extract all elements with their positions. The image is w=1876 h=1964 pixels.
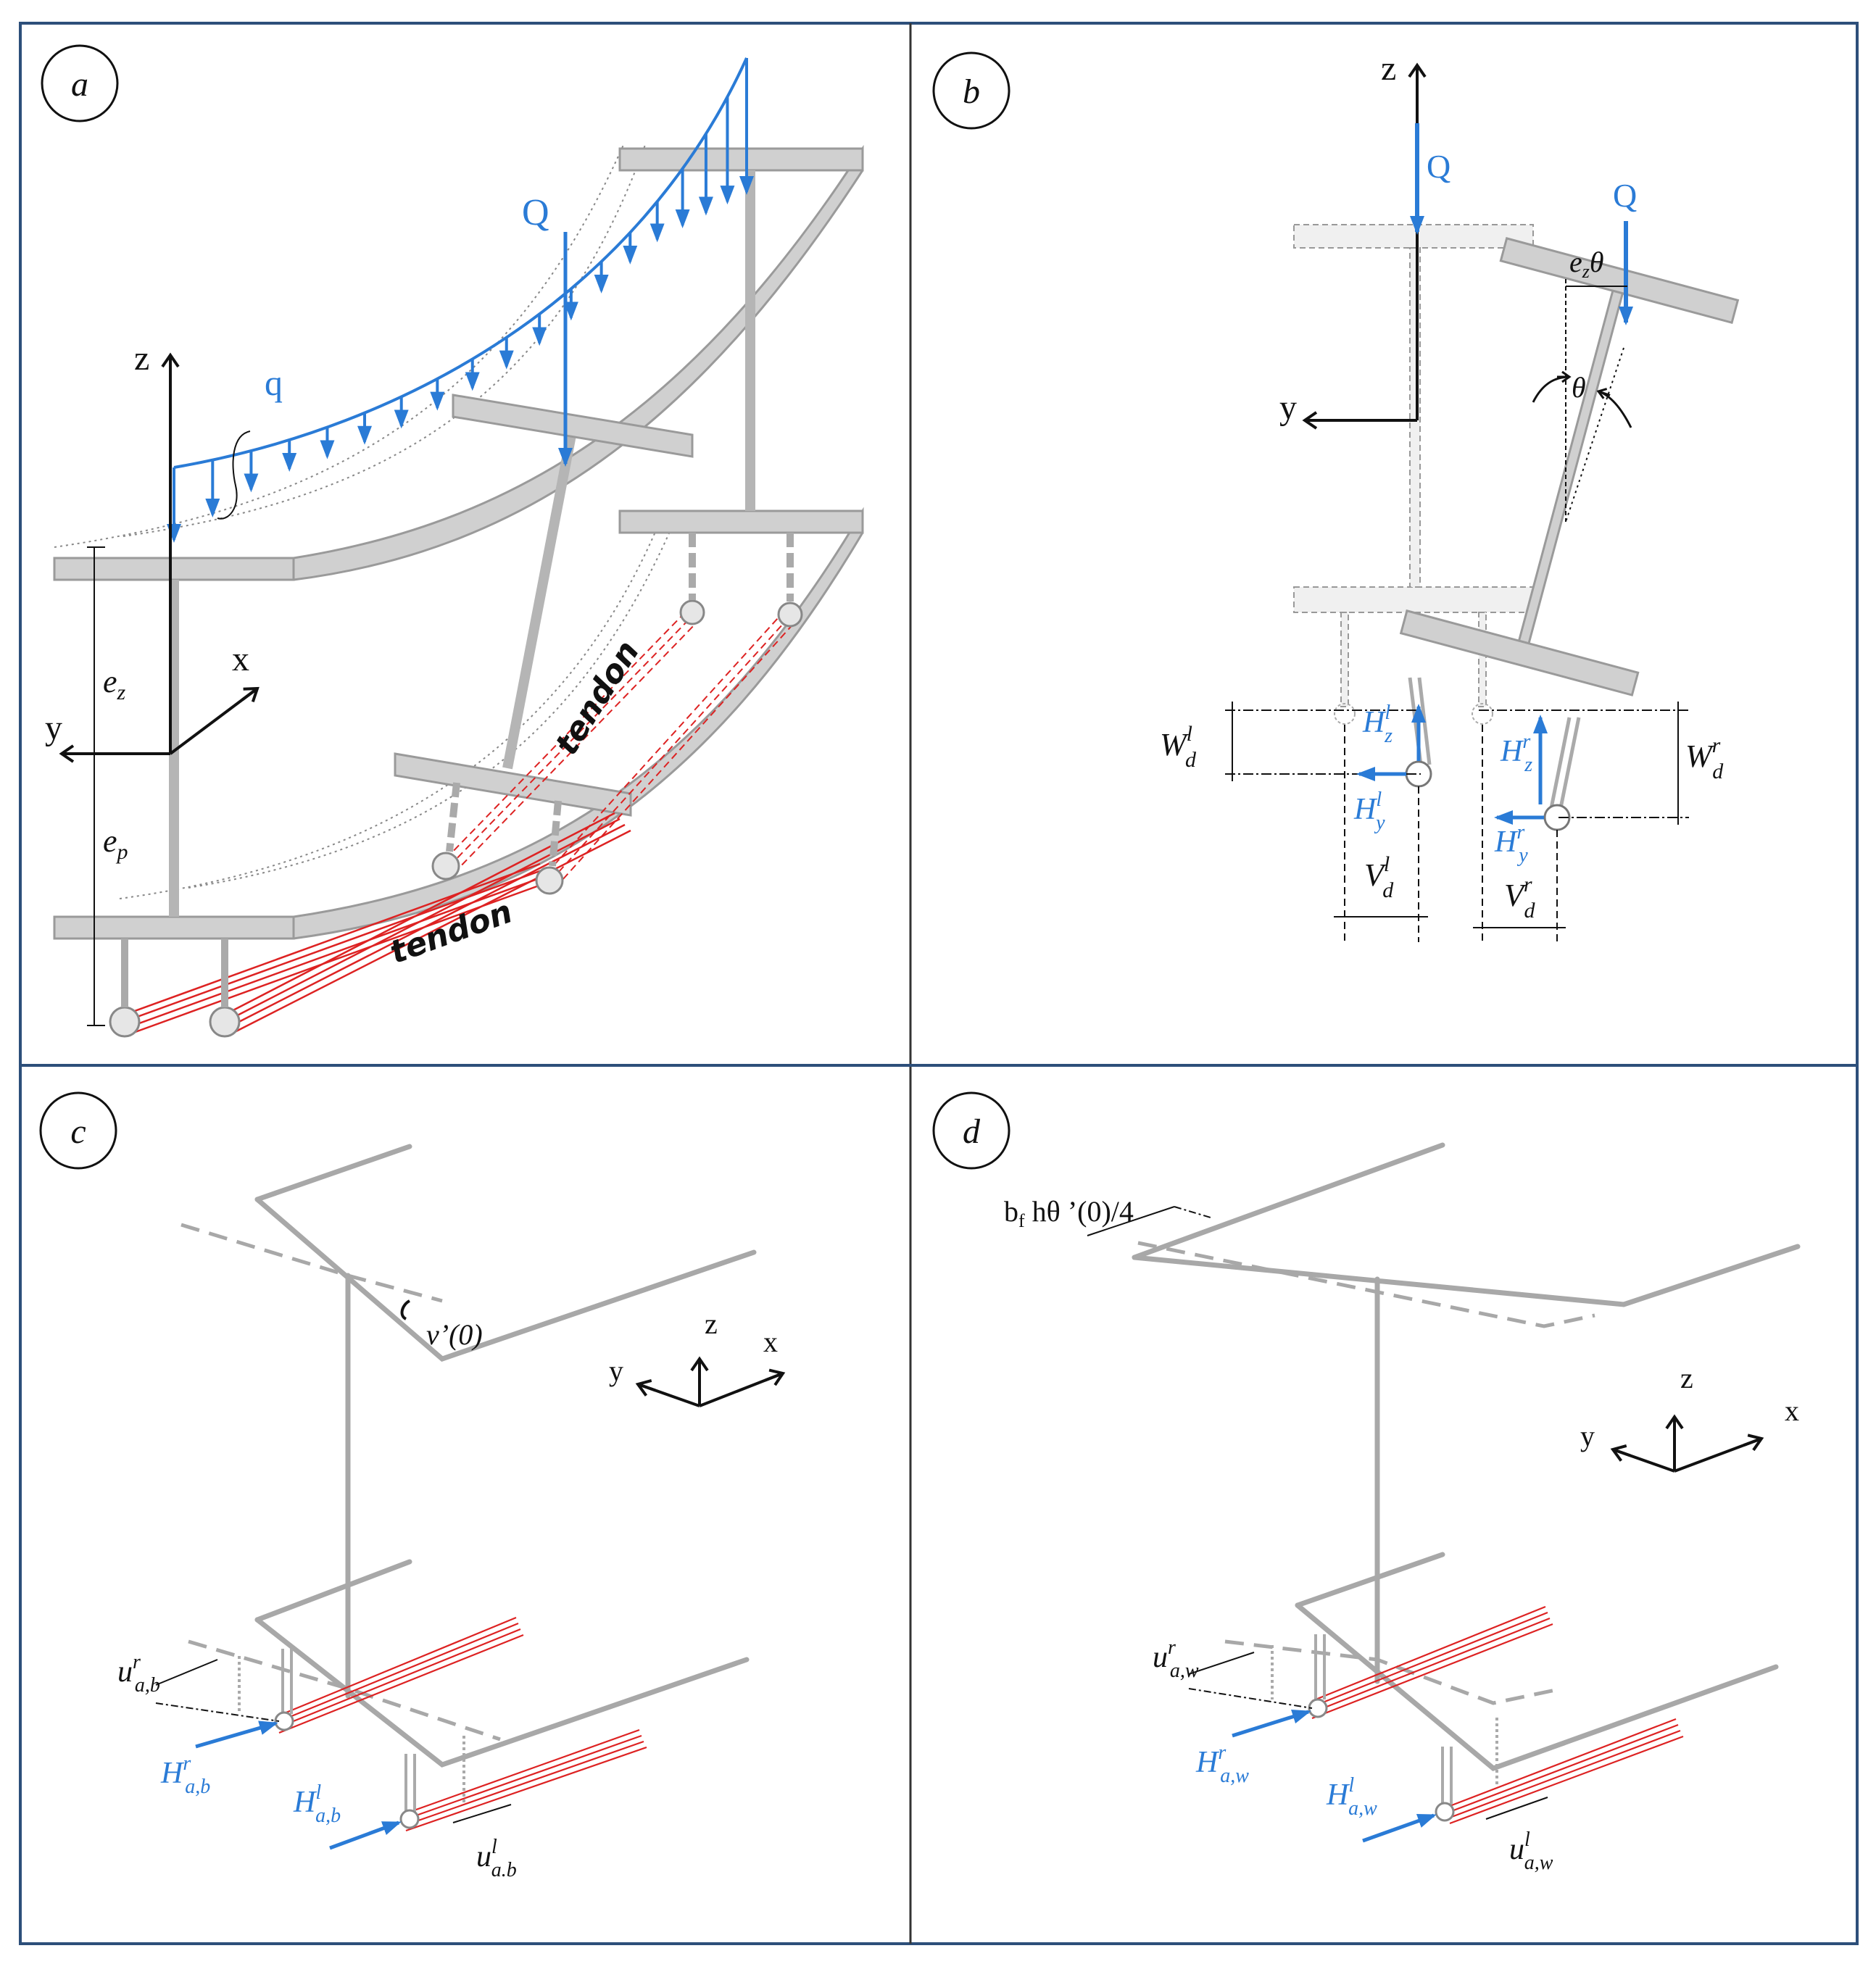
rotated-girder <box>1399 237 1740 696</box>
theta-label: θ <box>1572 371 1586 404</box>
axis-x-d: x <box>1785 1394 1799 1427</box>
theta-dims <box>1532 279 1632 523</box>
V-dims <box>1334 725 1566 942</box>
rotated-struts <box>1408 677 1581 809</box>
tendon-anchors <box>109 599 803 1038</box>
undeformed-girder <box>1293 224 1534 707</box>
v0-arc <box>400 1299 411 1320</box>
struts-c <box>238 1649 465 1812</box>
W-dims <box>1225 702 1689 825</box>
axis-y-b: y <box>1279 388 1297 427</box>
q-leader <box>217 430 251 520</box>
panel-b: b z y Q Q <box>932 49 1740 942</box>
tendons-c <box>278 1616 647 1832</box>
axes-a <box>59 352 260 763</box>
panel-d-label: d <box>963 1112 981 1151</box>
panel-c-label: c <box>70 1112 86 1151</box>
panel-c: c v’(0) z x <box>39 1091 786 1881</box>
struts-d <box>1271 1634 1498 1805</box>
eccentricity-dims <box>87 546 105 1026</box>
v0-label: v’(0) <box>426 1318 483 1351</box>
panel-frame <box>19 22 1859 1945</box>
axis-z-b: z <box>1381 49 1396 88</box>
panel-d: d bf hθ ’(0)/4 <box>932 1091 1801 1874</box>
bf-label: bf hθ ’(0)/4 <box>1004 1195 1134 1231</box>
H-forces <box>1356 704 1548 825</box>
tendons-d <box>1311 1605 1684 1825</box>
load-Q-label: Q <box>522 192 549 233</box>
Q-label-right: Q <box>1613 177 1637 214</box>
axes-c <box>635 1356 786 1407</box>
girder-webs <box>169 170 755 917</box>
anchor-c-left <box>399 1809 420 1829</box>
ep-label: ep <box>103 823 128 864</box>
wireframe-c-dashed <box>180 1223 501 1742</box>
axis-y-c: y <box>609 1355 623 1387</box>
top-flange <box>53 144 864 581</box>
wireframe-d <box>1132 1142 1801 1771</box>
panel-a: a <box>41 44 864 1038</box>
load-arrows <box>167 58 754 543</box>
H-aw-r-arrow <box>1232 1710 1311 1738</box>
eccentricity-label: ezθ <box>1569 246 1604 282</box>
anchor-struts <box>121 533 794 1007</box>
axis-z-c: z <box>705 1307 718 1340</box>
axis-z-label: z <box>134 339 149 378</box>
H-ab-l-arrow <box>329 1821 402 1850</box>
axis-y-label: y <box>45 709 62 747</box>
wireframe-d-dashed <box>1137 1241 1595 1705</box>
u-dims-c <box>155 1659 512 1823</box>
H-ab-r-arrow <box>195 1720 278 1749</box>
anchor-d-left <box>1435 1802 1455 1822</box>
axis-z-d: z <box>1680 1362 1693 1394</box>
axis-y-d: y <box>1580 1420 1595 1452</box>
panel-b-label: b <box>963 72 980 111</box>
axis-x-c: x <box>763 1326 778 1358</box>
ez-label: ez <box>103 664 126 704</box>
H-aw-l-arrow <box>1362 1813 1437 1843</box>
anchor-left-ghost <box>1334 703 1356 725</box>
Q-label-center: Q <box>1427 148 1450 185</box>
anchor-right-ghost <box>1472 703 1493 725</box>
axes-d <box>1610 1414 1764 1473</box>
diaphragms <box>394 394 694 817</box>
tendon-label-upper: tendon <box>548 634 647 762</box>
load-q-label: q <box>265 362 283 403</box>
u-dims-d <box>1188 1652 1548 1820</box>
axis-x-label: x <box>232 640 249 678</box>
bf-dim <box>1087 1206 1211 1236</box>
panel-a-label: a <box>71 65 88 104</box>
wireframe-c <box>254 1144 757 1768</box>
